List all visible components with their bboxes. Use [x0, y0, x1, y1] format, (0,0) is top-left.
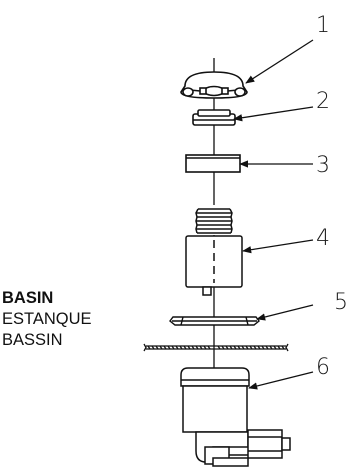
part-6-valve-body: [180, 367, 291, 467]
leader-line-6: [248, 371, 314, 390]
basin-label-spanish: ESTANQUE: [2, 310, 92, 328]
leader-line-2: [233, 106, 314, 122]
basin-label-french: BASSIN: [2, 331, 63, 349]
basin-label: BASIN ESTANQUE BASSIN: [2, 288, 92, 351]
leader-line-5: [256, 304, 314, 321]
part-4-spring-plunger: [185, 205, 243, 296]
callout-1: 1: [316, 13, 330, 38]
part-2-retainer: [192, 109, 236, 126]
basin-plate: [143, 343, 289, 352]
part-3-spacer-ring: [185, 154, 241, 173]
part-5-washer: [169, 316, 260, 326]
callout-4: 4: [316, 226, 330, 251]
part-1-cap: [180, 71, 248, 99]
leader-lines: [233, 39, 314, 390]
basin-label-english: BASIN: [2, 289, 54, 307]
leader-line-4: [242, 239, 314, 254]
leader-line-1: [245, 39, 314, 84]
callout-6: 6: [316, 355, 330, 380]
callout-3: 3: [316, 153, 330, 178]
callout-2: 2: [316, 89, 330, 114]
callout-5: 5: [334, 290, 348, 315]
